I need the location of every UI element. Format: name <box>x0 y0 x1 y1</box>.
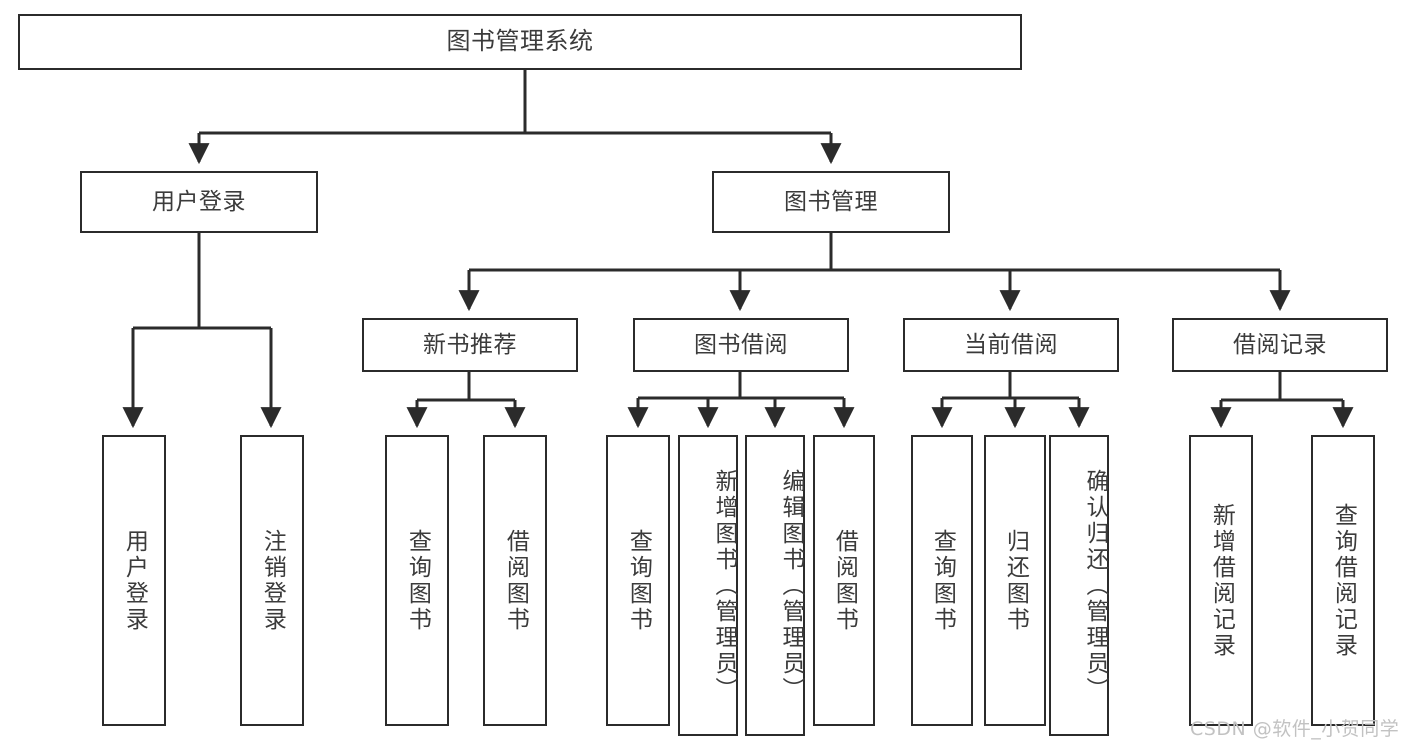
leaf-query-book-1[interactable]: 查询图书 <box>385 435 449 726</box>
leaf-borrow-book-1[interactable]: 借阅图书 <box>483 435 547 726</box>
leaf-query-borrow-record[interactable]: 查询借阅记录 <box>1311 435 1375 726</box>
node-book-management[interactable]: 图书管理 <box>712 171 950 233</box>
node-current-borrow[interactable]: 当前借阅 <box>903 318 1119 372</box>
node-borrow-record[interactable]: 借阅记录 <box>1172 318 1388 372</box>
leaf-user-login[interactable]: 用户登录 <box>102 435 166 726</box>
node-root-system[interactable]: 图书管理系统 <box>18 14 1022 70</box>
leaf-confirm-return-admin[interactable]: 确认归还（管理员） <box>1049 435 1109 736</box>
leaf-return-book[interactable]: 归还图书 <box>984 435 1046 726</box>
node-new-book-recommend[interactable]: 新书推荐 <box>362 318 578 372</box>
leaf-edit-book-admin[interactable]: 编辑图书（管理员） <box>745 435 805 736</box>
node-user-login[interactable]: 用户登录 <box>80 171 318 233</box>
leaf-user-logout[interactable]: 注销登录 <box>240 435 304 726</box>
leaf-add-book-admin[interactable]: 新增图书（管理员） <box>678 435 738 736</box>
csdn-watermark: CSDN @软件_小贺同学 <box>1190 718 1400 740</box>
leaf-add-borrow-record[interactable]: 新增借阅记录 <box>1189 435 1253 726</box>
leaf-query-book-2[interactable]: 查询图书 <box>606 435 670 726</box>
leaf-borrow-book-2[interactable]: 借阅图书 <box>813 435 875 726</box>
leaf-query-book-3[interactable]: 查询图书 <box>911 435 973 726</box>
node-book-borrow[interactable]: 图书借阅 <box>633 318 849 372</box>
